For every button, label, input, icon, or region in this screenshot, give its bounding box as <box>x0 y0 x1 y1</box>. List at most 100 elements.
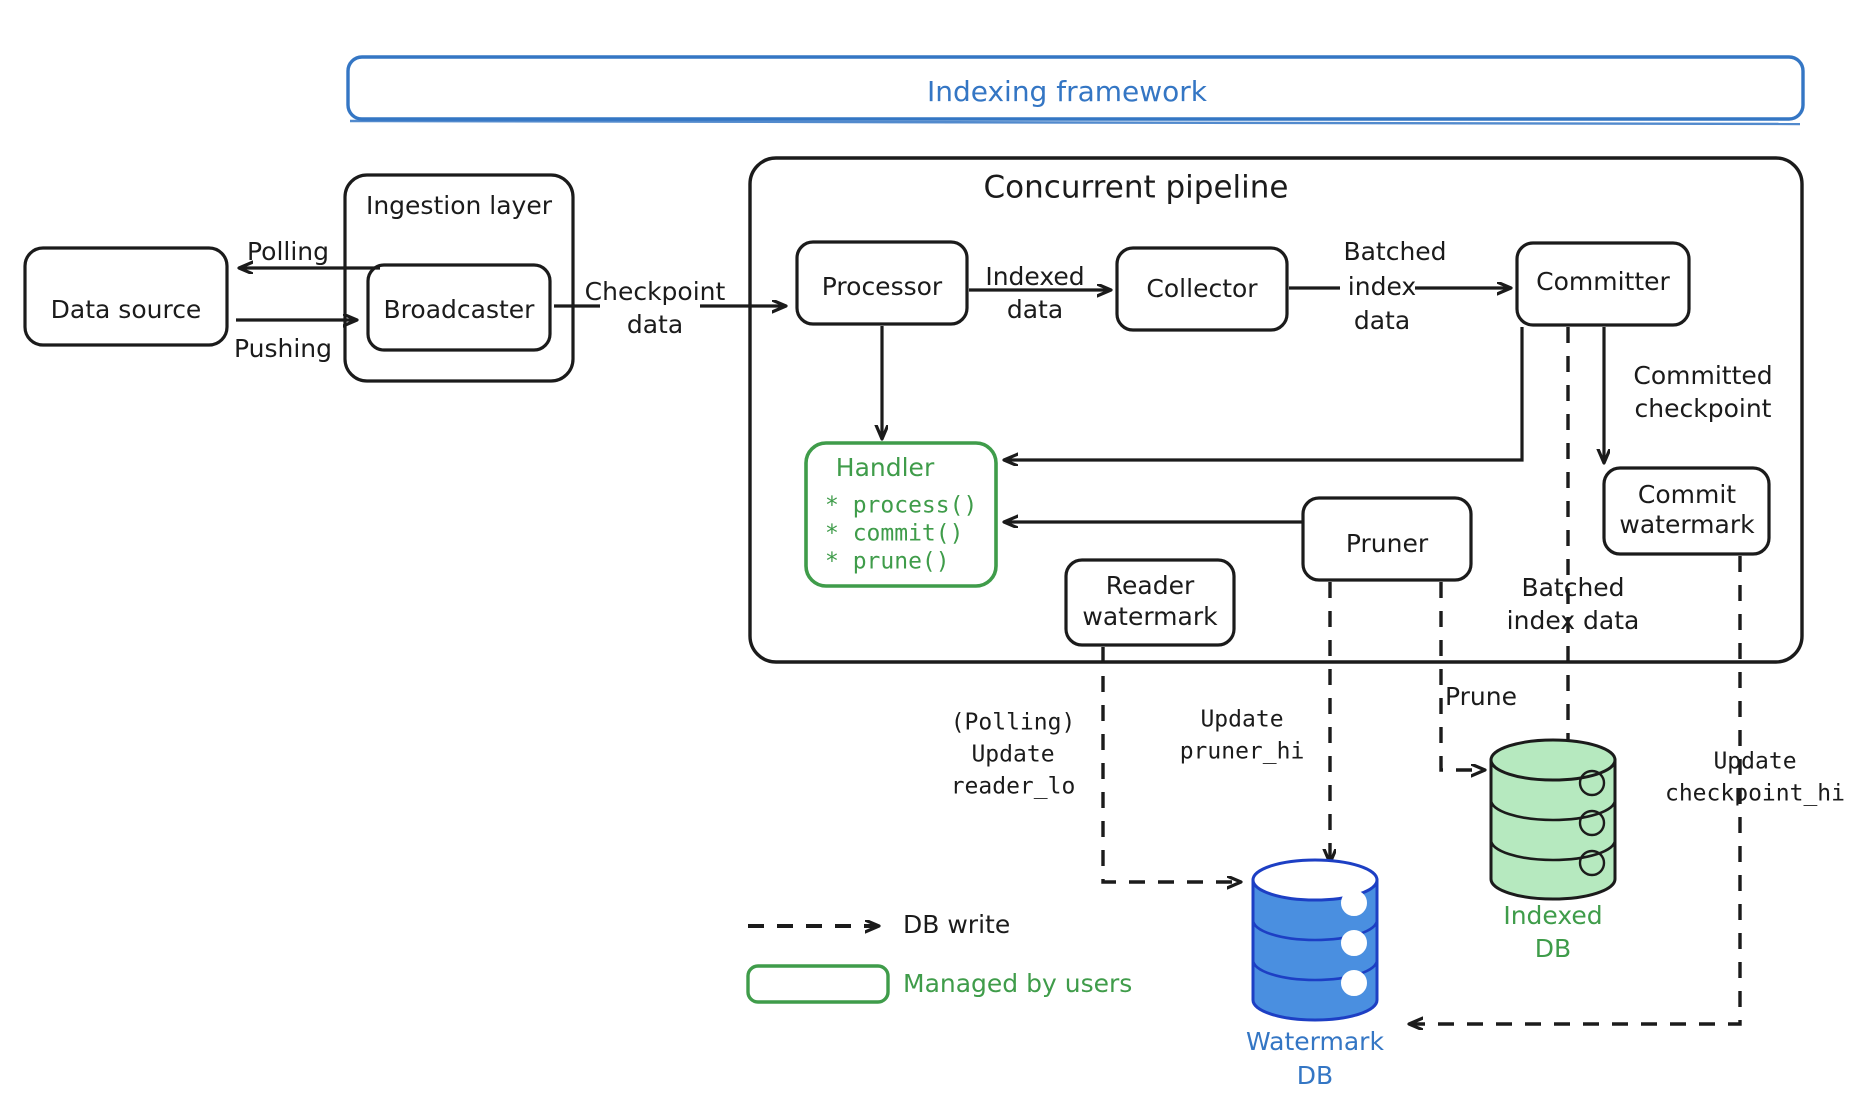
checkpoint-data-label-line1: Checkpoint <box>585 277 726 306</box>
polling-label: Polling <box>247 237 329 266</box>
legend-db-write-label: DB write <box>903 910 1010 939</box>
watermark-db-led-2 <box>1341 930 1367 956</box>
indexed-data-label-line1: Indexed <box>985 262 1084 291</box>
collector-label: Collector <box>1146 274 1258 303</box>
committer-label: Committer <box>1536 267 1670 296</box>
ingestion-layer-outline <box>343 173 575 383</box>
watermark-db-label-line2: DB <box>1297 1061 1333 1090</box>
legend-managed-by-users-label: Managed by users <box>903 969 1132 998</box>
commit-watermark-label-line2: watermark <box>1619 510 1755 539</box>
handler-box[interactable] <box>804 441 998 588</box>
update-checkpoint-hi-line2: checkpoint_hi <box>1665 781 1845 807</box>
node-broadcaster[interactable]: Broadcaster <box>366 263 552 352</box>
pushing-label: Pushing <box>234 334 332 363</box>
node-committer[interactable]: Committer <box>1515 241 1691 327</box>
commit-watermark-label-line1: Commit <box>1638 480 1736 509</box>
update-checkpoint-hi-line1: Update <box>1713 749 1796 775</box>
watermark-db-led-3 <box>1341 970 1367 996</box>
polling-update-reader-lo-line2: Update <box>971 742 1054 768</box>
edge-checkpoint-data: Checkpoint data <box>554 277 785 339</box>
node-processor[interactable]: Processor <box>795 240 969 326</box>
edge-polling: Polling <box>240 237 380 268</box>
batched-index-data-db-line2: index data <box>1507 606 1640 635</box>
edge-committer-to-handler <box>1005 327 1524 460</box>
group-ingestion-layer: Ingestion layer <box>343 173 575 383</box>
reader-watermark-label-line2: watermark <box>1082 602 1218 631</box>
indexed-db-label-line1: Indexed <box>1503 901 1602 930</box>
handler-title: Handler <box>836 453 935 482</box>
reader-watermark-box[interactable] <box>1064 558 1236 647</box>
polling-update-reader-lo-line3: reader_lo <box>951 774 1076 800</box>
edge-pushing: Pushing <box>234 320 356 363</box>
handler-method-process: * process() <box>825 493 977 519</box>
node-commit-watermark[interactable]: Commit watermark <box>1602 466 1771 556</box>
reader-lo-dashed-arrow <box>1101 647 1240 882</box>
pruner-label: Pruner <box>1346 529 1429 558</box>
prune-dashed-arrow <box>1439 582 1484 770</box>
batched-index-data-label-line1: Batched <box>1343 237 1446 266</box>
indexed-db-cylinder-body <box>1489 758 1617 901</box>
edge-prune-to-indexed-db: Prune <box>1439 582 1517 770</box>
checkpoint-data-label-line2: data <box>627 310 683 339</box>
indexed-db-label-line2: DB <box>1535 934 1571 963</box>
node-collector[interactable]: Collector <box>1115 246 1289 332</box>
group-concurrent-pipeline: Concurrent pipeline <box>748 156 1804 664</box>
edge-commit-watermark-to-watermark-db: Update checkpoint_hi <box>1410 556 1845 1024</box>
concurrent-pipeline-label: Concurrent pipeline <box>984 170 1289 206</box>
database-watermark-db[interactable]: Watermark DB <box>1246 858 1384 1090</box>
collector-box[interactable] <box>1115 246 1289 332</box>
node-handler[interactable]: Handler * process() * commit() * prune() <box>804 441 998 588</box>
indexing-framework-banner: Indexing framework <box>346 55 1805 126</box>
edge-pruner-to-watermark-db: Update pruner_hi <box>1180 582 1330 862</box>
handler-method-commit: * commit() <box>825 521 963 547</box>
framework-banner-label: Indexing framework <box>927 75 1208 108</box>
pruner-box[interactable] <box>1301 496 1473 582</box>
reader-watermark-label-line1: Reader <box>1106 571 1195 600</box>
legend-managed-by-users-swatch <box>746 964 890 1004</box>
commit-watermark-box[interactable] <box>1602 466 1771 556</box>
node-data-source[interactable]: Data source <box>23 246 229 347</box>
framework-banner-sketch-line <box>349 119 1801 126</box>
concurrent-pipeline-outline <box>748 156 1804 664</box>
batched-index-data-db-line1: Batched <box>1521 573 1624 602</box>
prune-label: Prune <box>1445 682 1517 711</box>
watermark-db-divider-2 <box>1251 959 1379 982</box>
node-reader-watermark[interactable]: Reader watermark <box>1064 558 1236 647</box>
framework-banner-outline <box>346 55 1805 121</box>
committer-handler-arrow <box>1005 327 1524 460</box>
data-source-box[interactable] <box>23 246 229 347</box>
committed-checkpoint-label-line2: checkpoint <box>1635 394 1772 423</box>
database-indexed-db[interactable]: Indexed DB <box>1489 738 1617 963</box>
data-source-label: Data source <box>51 295 202 324</box>
indexed-db-divider-1 <box>1489 799 1617 822</box>
committed-checkpoint-label-line1: Committed <box>1633 361 1772 390</box>
processor-box[interactable] <box>795 240 969 326</box>
batched-index-data-label-line2: index <box>1348 272 1416 301</box>
watermark-db-label-line1: Watermark <box>1246 1027 1384 1056</box>
edge-indexed-data: Indexed data <box>969 262 1110 324</box>
indexed-data-label-line2: data <box>1007 295 1063 324</box>
checkpoint-hi-dashed-arrow <box>1410 556 1742 1024</box>
edge-reader-watermark-to-watermark-db: (Polling) Update reader_lo <box>951 647 1240 882</box>
legend: DB write Managed by users <box>746 910 1132 1004</box>
broadcaster-box[interactable] <box>366 263 552 352</box>
watermark-db-led-1 <box>1341 890 1367 916</box>
indexed-db-divider-2 <box>1489 839 1617 862</box>
indexed-db-cylinder-top <box>1489 738 1617 782</box>
edge-batched-index-data: Batched index data <box>1289 237 1510 335</box>
watermark-db-divider-1 <box>1251 919 1379 942</box>
ingestion-layer-label: Ingestion layer <box>366 191 553 220</box>
handler-method-prune: * prune() <box>825 549 950 575</box>
update-pruner-hi-line2: pruner_hi <box>1180 739 1305 765</box>
processor-label: Processor <box>822 272 943 301</box>
indexed-db-led-3 <box>1578 849 1606 877</box>
watermark-db-cylinder-top <box>1251 858 1379 902</box>
broadcaster-label: Broadcaster <box>384 295 536 324</box>
committer-box[interactable] <box>1515 241 1691 327</box>
edge-committer-to-indexed-db: Batched index data <box>1507 327 1640 755</box>
node-pruner[interactable]: Pruner <box>1301 496 1473 582</box>
indexed-db-led-2 <box>1578 809 1606 837</box>
edge-committed-checkpoint: Committed checkpoint <box>1604 327 1773 462</box>
